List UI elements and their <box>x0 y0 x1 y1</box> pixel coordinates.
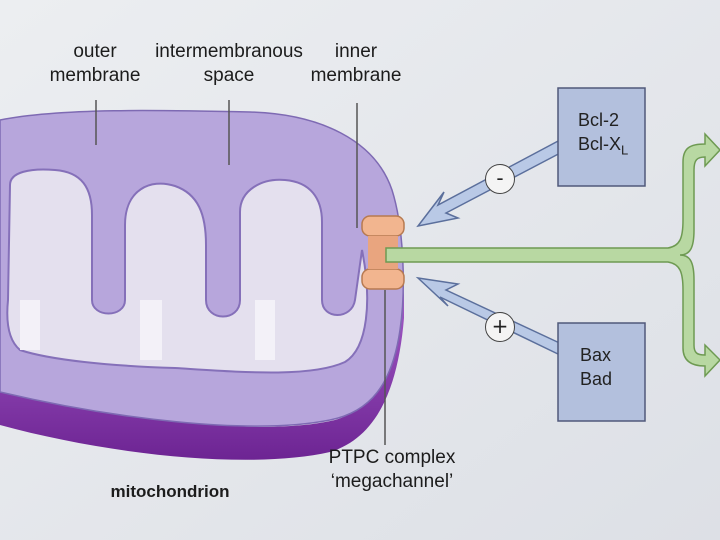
inner-membrane-line1: inner <box>334 41 378 62</box>
crista-shade <box>140 300 162 360</box>
bcl2-label: Bcl-2 <box>578 110 620 130</box>
outer-membrane-label: outer membrane <box>40 40 150 88</box>
ptpc-line2: ‘megachannel’ <box>330 471 454 492</box>
bcl2-box-text: Bcl-2 Bcl-XL <box>578 108 628 163</box>
bclx-subscript: L <box>621 142 629 158</box>
ptpc-lower <box>361 268 405 290</box>
mitochondrion-label: mitochondrion <box>110 482 230 501</box>
crista-shade <box>20 300 40 350</box>
ptpc-upper <box>361 215 405 237</box>
ptpc-label: PTPC complex ‘megachannel’ <box>318 446 466 494</box>
green-output-arrow <box>385 132 720 378</box>
plus-sign-icon: + <box>485 312 515 342</box>
inner-membrane-cristae <box>6 168 369 374</box>
crista-shade <box>255 300 275 360</box>
bax-box-text: Bax Bad <box>580 343 612 391</box>
minus-sign-icon: - <box>485 164 515 194</box>
outer-membrane-line2: membrane <box>49 65 141 86</box>
bcl2-box <box>557 87 646 187</box>
bclxl-label: Bcl-XL <box>578 132 628 163</box>
bad-label: Bad <box>580 369 613 389</box>
intermembranous-line2: space <box>203 65 255 86</box>
inner-membrane-label: inner membrane <box>304 40 408 88</box>
intermembranous-label: intermembranous space <box>150 40 308 88</box>
bclx-text: Bcl-X <box>578 134 622 154</box>
intermembranous-line1: intermembranous <box>155 41 303 62</box>
ptpc-line1: PTPC complex <box>328 447 456 468</box>
inner-membrane-line2: membrane <box>310 65 402 86</box>
bax-box <box>557 322 646 422</box>
bax-label: Bax <box>580 345 612 365</box>
outer-membrane-rim <box>0 290 404 460</box>
outer-membrane-line1: outer <box>73 41 117 62</box>
